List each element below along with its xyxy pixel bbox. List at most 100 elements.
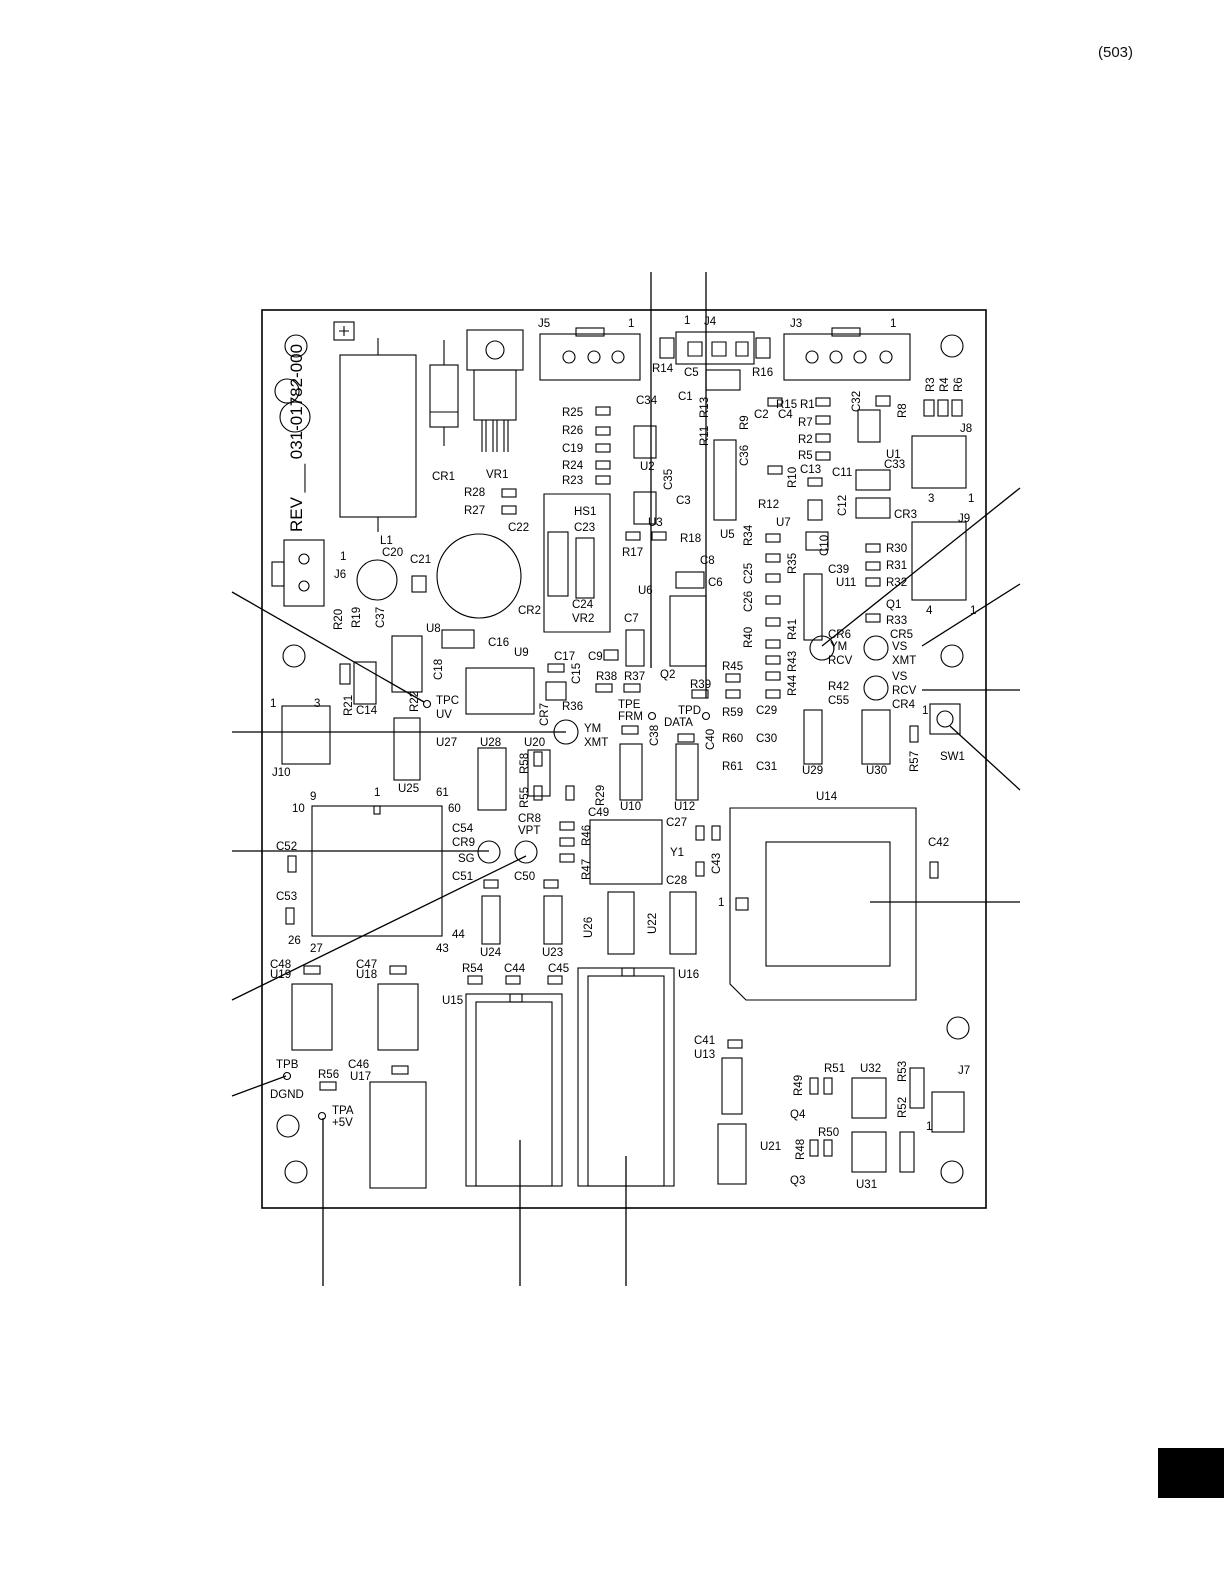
crystal-y1 — [589, 819, 663, 885]
component-label: R51 — [824, 1063, 845, 1075]
component-label: R12 — [758, 499, 779, 511]
component-label: U16 — [678, 969, 699, 981]
component-label: C9 — [588, 651, 603, 663]
component-label: C49 — [588, 807, 609, 819]
component-label: C12 — [837, 495, 849, 516]
component-label: Q4 — [790, 1109, 806, 1121]
switch-sw1 — [929, 703, 961, 735]
component-label: U12 — [674, 801, 695, 813]
component-label: R10 — [787, 467, 799, 488]
component-label: R18 — [680, 533, 701, 545]
component-label: R15 — [776, 399, 797, 411]
component-label: R27 — [464, 505, 485, 517]
component-label: 10 — [292, 803, 305, 815]
component-label: R32 — [886, 577, 907, 589]
component-label: U9 — [514, 647, 529, 659]
component-label: 44 — [452, 929, 465, 941]
component-label: TPD — [678, 705, 701, 717]
component-label: C17 — [554, 651, 575, 663]
component-label: 27 — [310, 943, 323, 955]
component-label: 1 — [968, 493, 974, 505]
component-label: R39 — [690, 679, 711, 691]
component-label: R8 — [897, 403, 909, 418]
inductor-l1 — [339, 354, 417, 518]
component-label: 1 — [922, 705, 928, 717]
component-label: U10 — [620, 801, 641, 813]
component-label: C26 — [743, 591, 755, 612]
component-label: RCV — [892, 685, 917, 697]
component-label: R41 — [787, 619, 799, 640]
component-label: R20 — [333, 609, 345, 630]
passive-pads — [285, 395, 963, 1157]
component-label: C35 — [663, 469, 675, 490]
component-label: U30 — [866, 765, 887, 777]
component-label: C8 — [700, 555, 715, 567]
component-label: C13 — [800, 464, 821, 476]
component-label: 4 — [926, 605, 933, 617]
component-label: R14 — [652, 363, 674, 375]
component-label: R58 — [519, 753, 531, 774]
component-label: VR2 — [572, 613, 594, 625]
component-label: R43 — [787, 651, 799, 672]
component-label: YM — [584, 723, 601, 735]
component-label: R7 — [798, 417, 813, 429]
component-label: C27 — [666, 817, 687, 829]
component-label: C55 — [828, 695, 849, 707]
component-label: C42 — [928, 837, 949, 849]
component-label: U21 — [760, 1141, 781, 1153]
component-label: U19 — [270, 969, 291, 981]
component-label: C4 — [778, 409, 793, 421]
ic-plcc-left — [311, 805, 443, 937]
component-label: CR4 — [892, 699, 916, 711]
component-label: RCV — [828, 655, 853, 667]
component-label: R29 — [595, 785, 607, 806]
component-label: C31 — [756, 761, 777, 773]
component-label: U22 — [647, 913, 659, 934]
component-label: C29 — [756, 705, 777, 717]
connector-j4 — [659, 331, 771, 391]
component-label: R1 — [800, 399, 815, 411]
component-label: R59 — [722, 707, 743, 719]
component-label: R33 — [886, 615, 907, 627]
component-label: C52 — [276, 841, 297, 853]
component-label: C44 — [504, 963, 526, 975]
component-label: 1 — [340, 551, 346, 563]
component-label: R17 — [622, 547, 643, 559]
component-label: C7 — [624, 613, 639, 625]
component-label: R37 — [624, 671, 645, 683]
component-label: VR1 — [486, 469, 508, 481]
component-label: C14 — [356, 705, 378, 717]
component-label: R4 — [939, 377, 951, 392]
component-label: C10 — [819, 535, 831, 556]
component-label: U8 — [426, 623, 441, 635]
component-label: R53 — [897, 1061, 909, 1082]
component-label: R36 — [562, 701, 583, 713]
component-label: 43 — [436, 943, 449, 955]
component-label: R13 — [699, 397, 711, 418]
component-label: CR3 — [894, 509, 917, 521]
component-label: C19 — [562, 443, 583, 455]
component-label: C6 — [708, 577, 723, 589]
component-label: C11 — [832, 467, 852, 479]
component-label: C5 — [684, 367, 699, 379]
component-label: R19 — [351, 607, 363, 628]
component-label: Q2 — [660, 669, 675, 681]
component-label: C48 — [270, 959, 291, 971]
component-label: U14 — [816, 791, 838, 803]
component-label: HS1 — [574, 506, 596, 518]
component-label: 26 — [288, 935, 301, 947]
component-label: 60 — [448, 803, 461, 815]
component-label: C30 — [756, 733, 777, 745]
heatsink-hs1 — [543, 493, 611, 633]
component-label: U18 — [356, 969, 377, 981]
component-label: L1 — [380, 535, 393, 547]
connector-j9 — [911, 521, 967, 601]
component-label: C53 — [276, 891, 297, 903]
component-label: Q1 — [886, 599, 901, 611]
component-label: R2 — [798, 434, 813, 446]
component-labels: J5 1 1 J4 J3 1 R14 C5 R16 R3 R4 R6 R25 R… — [270, 315, 976, 1191]
component-label: J9 — [958, 513, 970, 525]
component-label: R11 — [699, 426, 711, 446]
component-label: CR8 — [518, 813, 541, 825]
component-label: C28 — [666, 875, 687, 887]
